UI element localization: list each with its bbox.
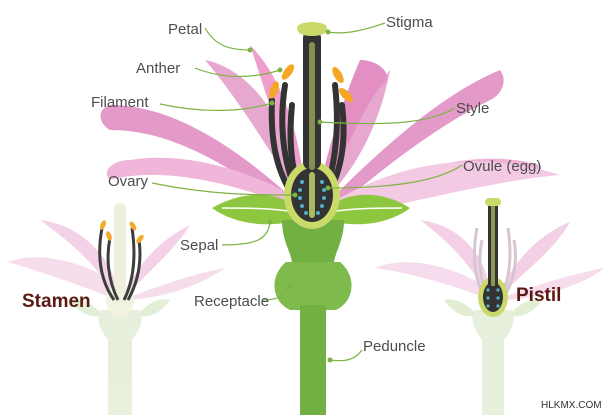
stamen-anther-3 bbox=[129, 221, 137, 231]
stamen-anther-4 bbox=[136, 234, 144, 244]
pistil-sepal-right bbox=[512, 299, 542, 317]
stamen-sepal-right bbox=[140, 299, 170, 317]
label-filament: Filament bbox=[91, 94, 149, 111]
pistil-ovule bbox=[496, 288, 500, 292]
pistil-ovule bbox=[486, 304, 490, 308]
stamen-filament-4 bbox=[126, 239, 142, 301]
pistil-stigma bbox=[485, 198, 501, 206]
label-sepal: Sepal bbox=[180, 237, 218, 254]
peduncle-stem bbox=[300, 305, 326, 415]
stamen-petal-back-left bbox=[40, 220, 118, 300]
pistil-ovule bbox=[486, 288, 490, 292]
label-peduncle: Peduncle bbox=[363, 338, 426, 355]
petal-right bbox=[325, 70, 504, 215]
pistil-flower bbox=[375, 198, 605, 415]
label-anther: Anther bbox=[136, 60, 180, 77]
label-ovary: Ovary bbox=[108, 173, 149, 190]
label-petal: Petal bbox=[168, 21, 202, 38]
stigma bbox=[297, 22, 327, 36]
petal-left-lower bbox=[106, 157, 300, 210]
anther-1 bbox=[281, 64, 295, 80]
pistil-stem bbox=[472, 310, 514, 415]
stamen-petal-back-right bbox=[122, 225, 190, 300]
title-pistil: Pistil bbox=[516, 285, 561, 306]
pistil-petal-right bbox=[496, 268, 605, 300]
stamen-anther-2 bbox=[106, 231, 112, 241]
sepal-left bbox=[212, 194, 300, 225]
anther-4 bbox=[339, 88, 353, 102]
anther-3 bbox=[332, 66, 344, 84]
stamen-stem bbox=[98, 310, 142, 415]
pistil-ovule bbox=[496, 296, 500, 300]
ovary-core bbox=[309, 172, 315, 218]
main-flower bbox=[100, 22, 560, 415]
stamen-sepal-left bbox=[70, 299, 100, 317]
pistil-petal-back-right bbox=[496, 222, 570, 300]
stamen-filament-2 bbox=[106, 237, 120, 301]
sepal-right bbox=[325, 194, 410, 225]
stamen-petal-right bbox=[122, 268, 225, 300]
pistil-style-core bbox=[491, 206, 495, 286]
label-receptacle: Receptacle bbox=[194, 293, 269, 310]
label-ovule: Ovule (egg) bbox=[463, 158, 541, 175]
ovules bbox=[298, 180, 326, 215]
pistil-sepal-left bbox=[444, 299, 474, 317]
stamen-filament-3 bbox=[122, 227, 136, 301]
pistil-ovule bbox=[486, 296, 490, 300]
label-style: Style bbox=[456, 100, 489, 117]
title-stamen: Stamen bbox=[22, 291, 91, 312]
petal-left bbox=[100, 105, 300, 215]
stamen-anther-1 bbox=[100, 220, 106, 230]
stamen-flower bbox=[8, 203, 225, 415]
stamen-filament-1 bbox=[98, 227, 116, 301]
sepal-right-vein bbox=[329, 207, 403, 213]
pistil-ovule bbox=[496, 304, 500, 308]
label-stigma: Stigma bbox=[386, 14, 433, 31]
watermark: HLKMX.COM bbox=[541, 400, 602, 411]
anther-2 bbox=[269, 81, 279, 99]
receptacle-base bbox=[274, 262, 352, 310]
stamen-petal-left bbox=[8, 257, 118, 300]
pistil-petal-left bbox=[375, 262, 490, 300]
leader-lines bbox=[151, 22, 463, 363]
style-core bbox=[309, 42, 315, 170]
stamen-style bbox=[114, 203, 126, 293]
